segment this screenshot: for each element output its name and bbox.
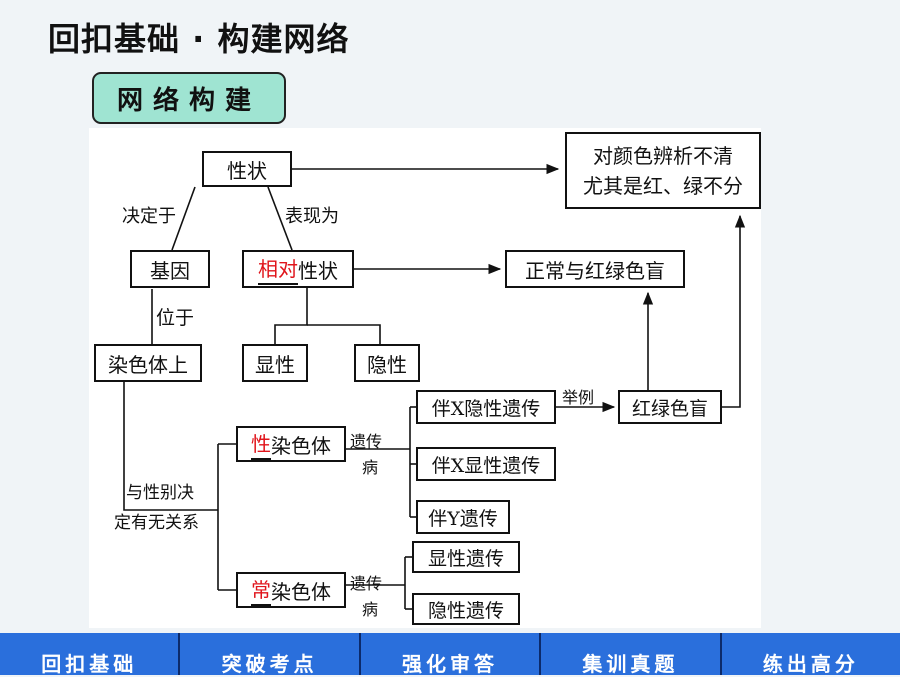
page-title: 回扣基础 · 构建网络 [48, 20, 350, 58]
sex-relation-line1: 与性别决 [126, 483, 194, 503]
section-badge: 网络构建 [92, 72, 286, 124]
nav-key-points[interactable]: 突破考点 [180, 633, 361, 676]
y-linked-label: 伴Y遗传 [428, 507, 498, 530]
nav-answer-review[interactable]: 强化审答 [361, 633, 542, 676]
relative-trait-box: 相对性状 [242, 250, 354, 288]
gene-box: 基因 [130, 250, 210, 288]
dominant-box: 显性 [242, 344, 308, 382]
autosome-highlight: 常 [251, 574, 271, 606]
sex-suffix: 染色体 [271, 433, 331, 458]
sex-chromosome-box: 性染色体 [236, 426, 346, 462]
normal-colorblind-box: 正常与红绿色盲 [505, 250, 685, 288]
x-dominant-box: 伴X显性遗传 [416, 447, 556, 481]
nav-real-questions[interactable]: 集训真题 [541, 633, 722, 676]
nav-high-score[interactable]: 练出高分 [762, 651, 859, 676]
trait-box: 性状 [202, 151, 292, 187]
example-label: 举例 [562, 388, 595, 407]
relative-highlight: 相对 [258, 253, 298, 285]
sex-highlight: 性 [251, 428, 271, 460]
expressed-as-label: 表现为 [285, 206, 339, 227]
recessive-box: 隐性 [354, 344, 420, 382]
dominant-inheritance-label: 显性遗传 [427, 547, 504, 570]
genetic-disease-top-1: 遗传 [350, 432, 383, 451]
recessive-inheritance-label: 隐性遗传 [427, 599, 504, 622]
chromosome-label: 染色体上 [108, 352, 188, 377]
color-blind-box: 红绿色盲 [618, 390, 722, 424]
trait-label: 性状 [227, 158, 267, 183]
autosome-suffix: 染色体 [271, 579, 331, 604]
dominant-label: 显性 [255, 352, 295, 377]
nav-review-basics[interactable]: 回扣基础 [0, 633, 181, 676]
located-on-label: 位于 [156, 307, 195, 329]
genetic-disease-top-2: 遗传 [350, 574, 383, 593]
color-confusion-line2: 尤其是红、绿不分 [583, 173, 743, 198]
dominant-inheritance-box: 显性遗传 [412, 541, 520, 573]
gene-label: 基因 [150, 258, 190, 283]
x-recessive-label: 伴X隐性遗传 [431, 397, 541, 420]
y-linked-box: 伴Y遗传 [416, 500, 510, 534]
autosome-box: 常染色体 [236, 572, 346, 608]
normal-colorblind-label: 正常与红绿色盲 [525, 258, 665, 283]
color-confusion-line1: 对颜色辨析不清 [593, 143, 733, 168]
x-recessive-box: 伴X隐性遗传 [416, 390, 556, 424]
sex-relation-line2: 定有无关系 [114, 513, 199, 533]
determined-by-label: 决定于 [122, 206, 176, 227]
chromosome-box: 染色体上 [94, 344, 202, 382]
x-dominant-label: 伴X显性遗传 [431, 454, 541, 477]
relative-suffix: 性状 [298, 258, 338, 283]
recessive-label: 隐性 [367, 352, 407, 377]
color-blind-label: 红绿色盲 [631, 397, 708, 420]
color-confusion-box: 对颜色辨析不清 尤其是红、绿不分 [565, 132, 761, 209]
bottom-nav: 回扣基础 突破考点 强化审答 集训真题 练出高分 [0, 633, 900, 676]
genetic-disease-bottom-2: 病 [362, 600, 379, 619]
genetic-disease-bottom-1: 病 [362, 458, 379, 477]
recessive-inheritance-box: 隐性遗传 [412, 593, 520, 625]
